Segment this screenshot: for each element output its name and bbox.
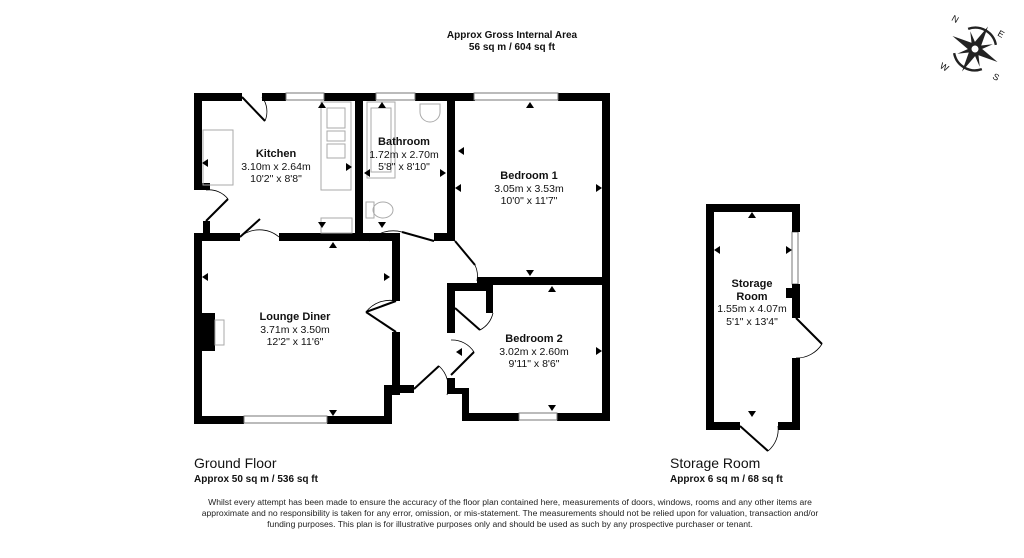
room-metric: 3.05m x 3.53m [494,182,564,195]
windows [243,92,799,424]
room-name: Bedroom 2 [505,333,563,345]
room-imperial: 5'1" x 13'4" [726,315,778,328]
room-metric: 3.10m x 2.64m [241,160,311,173]
compass-rose-icon: N E S W [938,12,1010,83]
fixtures [202,101,441,346]
storage-room-walls [706,204,800,430]
floor-area: Approx 50 sq m / 536 sq ft [194,474,318,485]
floor-title: Ground Floor [194,455,277,471]
room-name-line1: Storage [731,278,773,290]
room-name: Bedroom 1 [500,170,558,182]
floor-title: Storage Room [670,455,761,471]
room-name: Lounge Diner [259,311,331,323]
room-label-bedroom-1: Bedroom 1 3.05m x 3.53m 10'0" x 11'7" [494,170,563,208]
room-imperial: 5'8" x 8'10" [378,161,430,173]
floor-area: Approx 6 sq m / 68 sq ft [670,474,783,485]
floor-caption-ground: Ground Floor Approx 50 sq m / 536 sq ft [194,455,318,485]
gross-area-value: 56 sq m / 604 sq ft [468,42,556,53]
doors [205,96,494,396]
room-imperial: 10'0" x 11'7" [500,195,558,207]
room-metric: 1.55m x 4.07m [717,303,787,315]
room-label-storage-room: Storage Room 1.55m x 4.07m 5'1" x 13'4" [717,278,786,328]
storage-doors [739,317,823,452]
room-label-lounge-diner: Lounge Diner 3.71m x 3.50m 12'2" x 11'6" [260,311,331,349]
room-metric: 3.71m x 3.50m [260,323,330,336]
room-metric: 3.02m x 2.60m [499,345,569,358]
room-imperial: 12'2" x 11'6" [266,336,324,348]
room-name: Bathroom [378,136,430,148]
measurement-arrows [202,102,792,417]
room-label-bedroom-2: Bedroom 2 3.02m x 2.60m 9'11" x 8'6" [499,333,568,371]
disclaimer-text: Whilst every attempt has been made to en… [201,497,819,529]
room-label-bathroom: Bathroom 1.72m x 2.70m 5'8" x 8'10" [369,136,438,174]
room-label-kitchen: Kitchen 3.10m x 2.64m 10'2" x 8'8" [241,148,310,186]
room-name-line2: Room [736,290,768,303]
gross-area-title: Approx Gross Internal Area [446,30,578,41]
room-metric: 1.72m x 2.70m [369,148,439,161]
floor-caption-storage: Storage Room Approx 6 sq m / 68 sq ft [670,455,783,485]
room-imperial: 9'11" x 8'6" [508,358,560,370]
ground-floor-walls [194,93,610,424]
gross-area-header: Approx Gross Internal Area 56 sq m / 604… [0,30,1024,54]
room-name: Kitchen [255,148,297,160]
room-imperial: 10'2" x 8'8" [250,173,302,185]
